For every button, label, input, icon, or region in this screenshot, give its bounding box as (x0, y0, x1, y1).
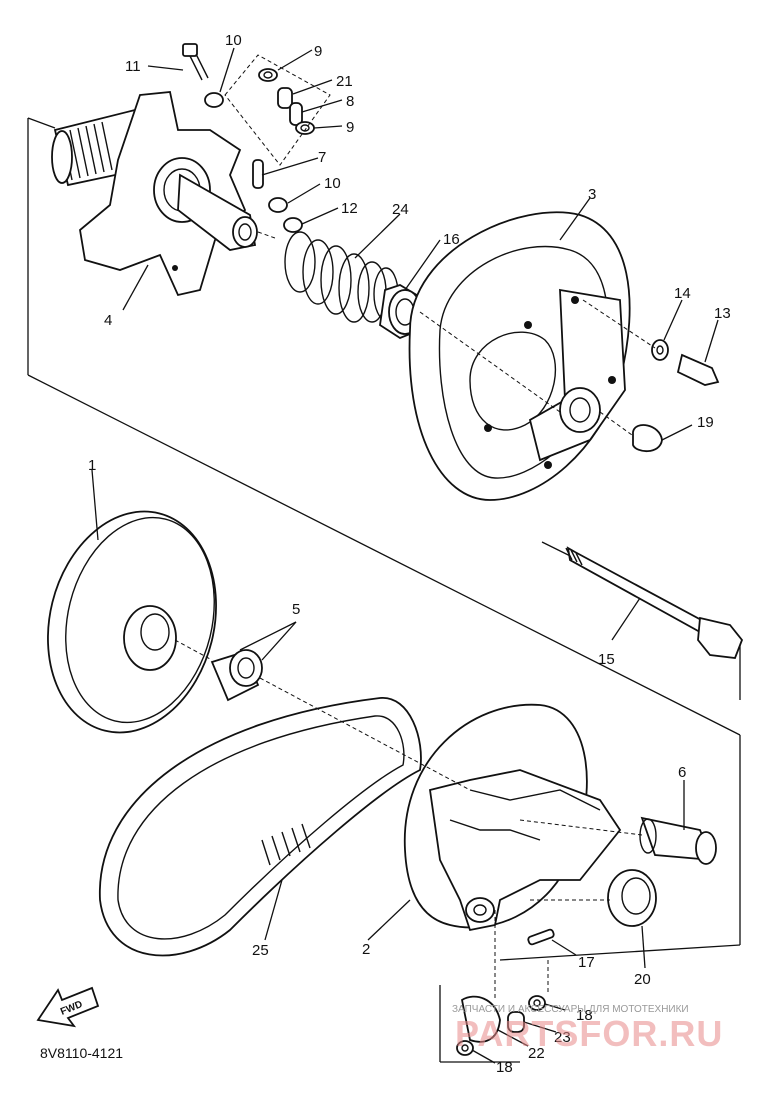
part-6-sleeve (639, 816, 717, 865)
watermark: ЗАПЧАСТИ И АКСЕССУАРЫ ДЛЯ МОТОТЕХНИКИ PA… (452, 1004, 723, 1054)
label-5: 5 (292, 601, 300, 618)
label-16: 16 (443, 231, 460, 248)
watermark-caption: ЗАПЧАСТИ И АКСЕССУАРЫ ДЛЯ МОТОТЕХНИКИ (452, 1004, 689, 1015)
part-14-washer (651, 339, 669, 361)
label-24: 24 (392, 201, 409, 218)
watermark-logo: PARTSFOR.RU (455, 1013, 723, 1054)
part-18-washer-lower (456, 1040, 474, 1056)
part-3-movable-sheave (408, 211, 631, 501)
label-2: 2 (362, 941, 370, 958)
part-19-spacer (632, 424, 663, 453)
label-9-lower: 9 (346, 119, 354, 136)
part-2-sheave-assembly (404, 703, 622, 932)
label-18-upper: 18 (576, 1007, 593, 1024)
label-23: 23 (554, 1029, 571, 1046)
part-number-labels: 11 10 9 21 8 9 7 10 12 24 16 3 14 13 19 … (88, 32, 731, 1076)
part-8-roller (289, 102, 303, 126)
label-17: 17 (578, 954, 595, 971)
label-6: 6 (678, 764, 686, 781)
label-14: 14 (674, 285, 691, 302)
label-4: 4 (104, 312, 112, 329)
drawing-code: 8V8110-4121 (40, 1045, 123, 1061)
label-20: 20 (634, 971, 651, 988)
label-12: 12 (341, 200, 358, 217)
fwd-arrow: FWD (36, 986, 100, 1028)
hardware-cluster-top (182, 43, 331, 233)
label-10-lower: 10 (324, 175, 341, 192)
part-9-washer-upper (258, 68, 278, 82)
part-15-long-bolt (565, 546, 744, 659)
alignment-lines (174, 231, 656, 1000)
part-9-washer-lower (295, 121, 315, 135)
part-12-nut (283, 217, 303, 233)
part-17-pin (527, 928, 555, 946)
label-11: 11 (125, 58, 141, 75)
part-1-disc (47, 510, 217, 734)
label-15: 15 (598, 651, 615, 668)
part-10-nut-upper (204, 92, 224, 108)
part-4-fixed-sheave-hub (51, 91, 258, 297)
label-18-lower: 18 (496, 1059, 513, 1076)
label-25: 25 (252, 942, 269, 959)
label-9-upper: 9 (314, 43, 322, 60)
part-10-nut-lower (268, 197, 288, 213)
parts-14-13-19 (632, 339, 720, 453)
leader-lines (91, 47, 719, 1064)
label-10-upper: 10 (225, 32, 242, 49)
label-7: 7 (318, 149, 326, 166)
part-5-bushing (210, 649, 263, 702)
part-11-bolt-head (182, 43, 198, 57)
part-20-bushing (607, 869, 657, 927)
part-18-washer-upper (528, 995, 546, 1011)
label-22: 22 (528, 1045, 545, 1062)
part-25-belt (99, 697, 422, 957)
label-21: 21 (336, 73, 353, 90)
label-19: 19 (697, 414, 714, 431)
part-22-weight (460, 995, 501, 1043)
part-7-pin (252, 159, 264, 189)
label-1: 1 (88, 457, 96, 474)
label-8: 8 (346, 93, 354, 110)
part-13-bolt (676, 353, 720, 386)
part-21-collar (277, 87, 293, 109)
parts-17-18-22-23 (456, 928, 555, 1056)
label-3: 3 (588, 186, 596, 203)
label-13: 13 (714, 305, 731, 322)
part-24-spring (284, 231, 399, 323)
